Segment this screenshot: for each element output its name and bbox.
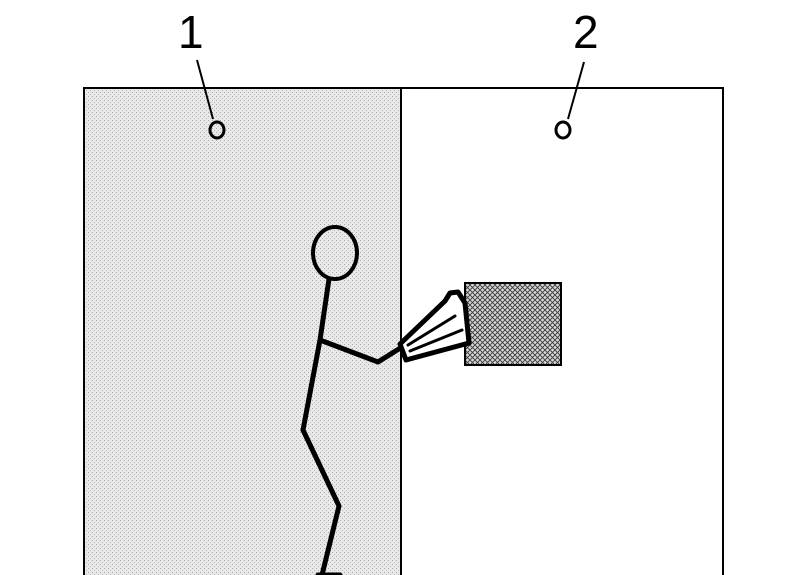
callout-label-1: 1 <box>178 6 204 58</box>
block <box>465 283 561 365</box>
shaded-region <box>84 88 401 575</box>
callout-label-2: 2 <box>573 6 599 58</box>
